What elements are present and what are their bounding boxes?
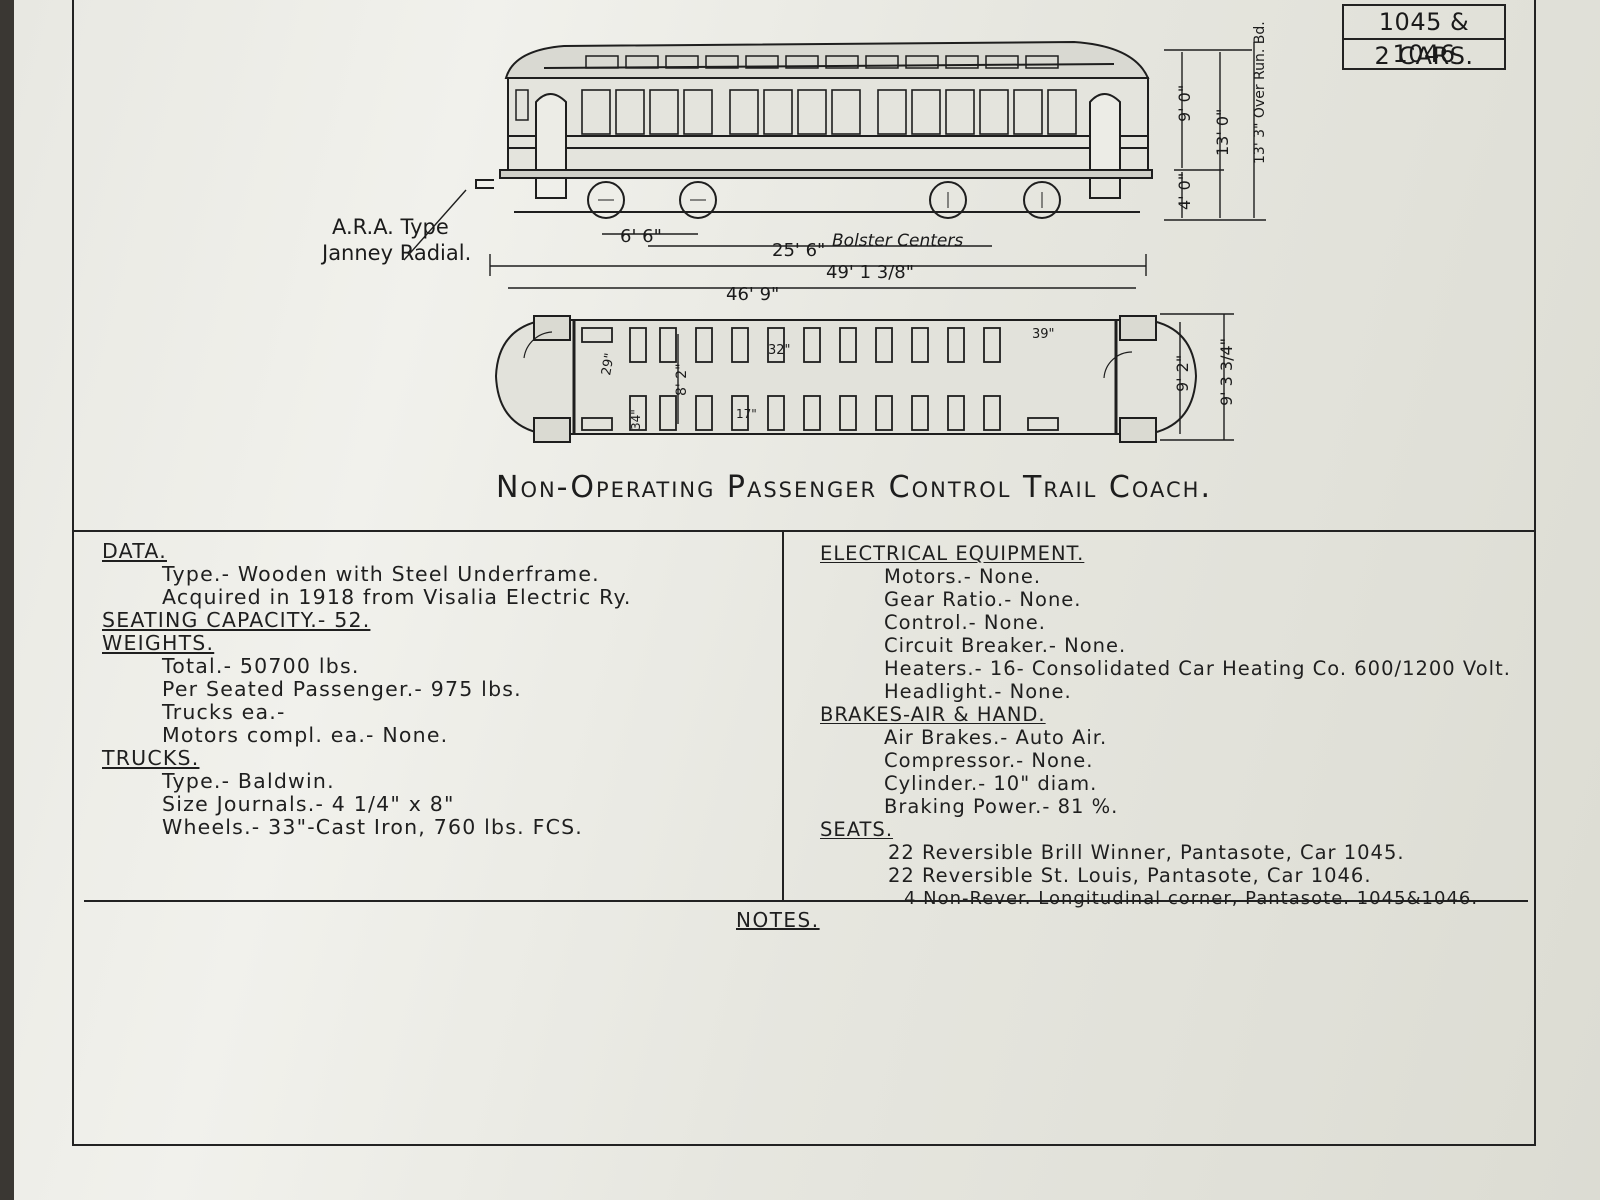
seats-longitudinal: 4 Non-Rever. Longitudinal corner, Pantas… — [904, 888, 1479, 909]
elec-heaters: Heaters.- 16- Consolidated Car Heating C… — [884, 657, 1511, 680]
spec-page: 1045 & 1046 2 CARS. — [14, 0, 1600, 1200]
seats-1045: 22 Reversible Brill Winner, Pantasote, C… — [888, 841, 1405, 864]
dim-aisle: 8' 2" — [674, 363, 690, 396]
car-count: 2 CARS. — [1344, 38, 1504, 72]
coupler-note-1: A.R.A. Type — [332, 215, 449, 239]
weight-motors: Motors compl. ea.- None. — [162, 723, 449, 747]
dim-corner: 29" — [599, 352, 618, 377]
equipment-column: ELECTRICAL EQUIPMENT. Motors.- None. Gea… — [820, 542, 1511, 910]
divider-lower — [84, 900, 1528, 902]
brake-cylinder: Cylinder.- 10" diam. — [884, 772, 1098, 795]
dim-seat-a: 34" — [629, 409, 643, 430]
side-elevation — [475, 40, 1153, 219]
side-windows — [581, 89, 1077, 135]
dimension-lines — [403, 42, 1266, 441]
elec-headlight: Headlight.- None. — [884, 680, 1072, 703]
seat-rows — [581, 327, 1059, 431]
seats-heading: SEATS. — [820, 818, 894, 841]
dim-bolster-value: 25' 6" — [772, 240, 825, 261]
dim-truck-wheelbase: 6' 6" — [620, 226, 662, 247]
elec-control: Control.- None. — [884, 611, 1046, 634]
brakes-heading: BRAKES-AIR & HAND. — [820, 703, 1046, 726]
elec-motors: Motors.- None. — [884, 565, 1042, 588]
drawing-title: Non-Operating Passenger Control Trail Co… — [496, 470, 1212, 505]
floor-plan — [494, 315, 1198, 443]
brake-compressor: Compressor.- None. — [884, 749, 1094, 772]
dim-end-seat: 39" — [1032, 327, 1055, 342]
dim-floor: 4' 0" — [1175, 173, 1194, 210]
weights-heading: WEIGHTS. — [102, 631, 215, 655]
dim-width-outside: 9' 3 3/4" — [1217, 338, 1236, 406]
truck-type: Type.- Baldwin. — [162, 769, 335, 793]
dim-height-runboard: 13' 3" Over Run. Bd. — [1252, 21, 1268, 164]
dim-height-roof: 9' 0" — [1175, 85, 1194, 122]
data-acquired: Acquired in 1918 from Visalia Electric R… — [162, 585, 632, 609]
weight-trucks: Trucks ea.- — [162, 700, 286, 724]
dim-seat-pitch: 32" — [768, 343, 791, 358]
car-numbers: 1045 & 1046 — [1378, 8, 1470, 68]
truck-wheels-spec: Wheels.- 33"-Cast Iron, 760 lbs. FCS. — [162, 815, 584, 839]
dimension-labels: A.R.A. Type Janney Radial. 6' 6" 25' 6" … — [320, 21, 1268, 430]
electrical-heading: ELECTRICAL EQUIPMENT. — [820, 542, 1085, 565]
dim-width-inside: 9' 2" — [1173, 355, 1192, 392]
dim-body: 46' 9" — [726, 284, 779, 305]
dim-overall: 49' 1 3/8" — [826, 262, 914, 283]
brake-air: Air Brakes.- Auto Air. — [884, 726, 1108, 749]
truck-journals: Size Journals.- 4 1/4" x 8" — [162, 792, 455, 816]
dim-seat-b: 17" — [736, 407, 757, 421]
coupler-note-2: Janney Radial. — [320, 241, 471, 265]
car-number-box: 1045 & 1046 2 CARS. — [1342, 4, 1506, 70]
divider-vertical — [782, 532, 784, 902]
dim-bolster-label: Bolster Centers — [832, 231, 963, 251]
divider-upper — [74, 530, 1534, 532]
seating-capacity: SEATING CAPACITY.- 52. — [102, 608, 371, 632]
seats-1046: 22 Reversible St. Louis, Pantasote, Car … — [888, 864, 1372, 887]
data-type: Type.- Wooden with Steel Underframe. — [162, 562, 600, 586]
brake-power: Braking Power.- 81 %. — [884, 795, 1119, 818]
trucks-heading: TRUCKS. — [102, 746, 200, 770]
truck-wheels — [587, 181, 1061, 219]
elec-gear: Gear Ratio.- None. — [884, 588, 1082, 611]
weight-per-seat: Per Seated Passenger.- 975 lbs. — [162, 677, 522, 701]
clerestory-windows — [585, 55, 1059, 69]
data-column: DATA. Type.- Wooden with Steel Underfram… — [102, 540, 632, 839]
spec-sheet-frame: 1045 & 1046 2 CARS. — [72, 0, 1536, 1146]
elec-breaker: Circuit Breaker.- None. — [884, 634, 1127, 657]
weight-total: Total.- 50700 lbs. — [162, 654, 360, 678]
notes-heading: NOTES. — [736, 908, 820, 932]
dim-height-total: 13' 0" — [1213, 109, 1232, 156]
data-heading: DATA. — [102, 539, 167, 563]
car-drawing: A.R.A. Type Janney Radial. 6' 6" 25' 6" … — [320, 21, 1268, 443]
